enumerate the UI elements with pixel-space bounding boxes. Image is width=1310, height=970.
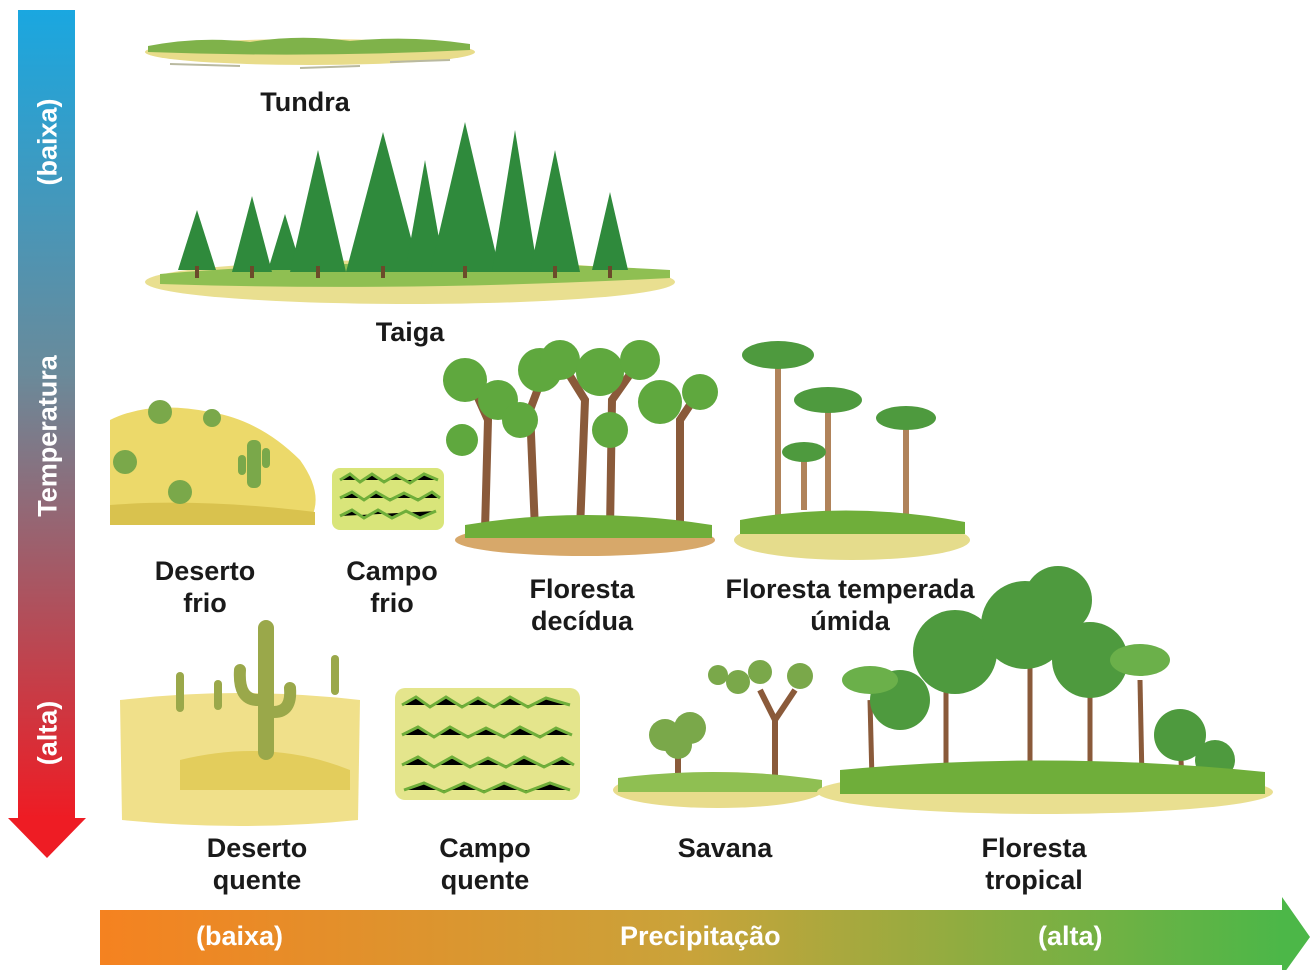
label-deserto-frio: Deserto frio [125, 555, 285, 619]
savana-illustration [613, 660, 823, 808]
label-taiga-text: Taiga [375, 317, 445, 347]
label-floresta-temperada: Floresta temperada úmida [700, 573, 1000, 637]
label-deserto-frio-line2: frio [183, 588, 227, 618]
deserto-quente-illustration [120, 620, 360, 826]
tundra-illustration [145, 37, 475, 69]
label-campo-frio-line2: frio [370, 588, 414, 618]
floresta-temperada-illustration [734, 341, 970, 560]
label-floresta-tropical-line1: Floresta [981, 833, 1087, 863]
label-campo-frio-line1: Campo [346, 556, 438, 586]
label-floresta-decidua: Floresta decídua [500, 573, 664, 637]
label-campo-quente: Campo quente [414, 832, 556, 896]
label-tundra-text: Tundra [260, 87, 350, 117]
label-deserto-quente-line2: quente [212, 865, 302, 895]
label-campo-quente-line2: quente [440, 865, 530, 895]
campo-quente-illustration [395, 688, 580, 800]
label-floresta-decidua-line2: decídua [530, 606, 634, 636]
temperature-low-label: (baixa) [32, 98, 63, 186]
precipitation-high-label: (alta) [1038, 921, 1103, 951]
label-floresta-decidua-line1: Floresta [529, 574, 635, 604]
floresta-tropical-illustration [817, 566, 1273, 814]
label-tundra: Tundra [230, 86, 380, 118]
taiga-illustration [145, 122, 675, 304]
label-deserto-quente-line1: Deserto [206, 833, 308, 863]
label-campo-quente-line1: Campo [439, 833, 531, 863]
floresta-decidua-illustration [443, 340, 718, 556]
precipitation-arrow [100, 897, 1310, 970]
temperature-axis-label: Temperatura [32, 355, 63, 517]
label-campo-frio: Campo frio [322, 555, 462, 619]
temperature-high-label: (alta) [32, 700, 63, 766]
label-floresta-temperada-line2: úmida [810, 606, 890, 636]
label-taiga: Taiga [330, 316, 490, 348]
label-deserto-quente: Deserto quente [177, 832, 337, 896]
campo-frio-illustration [332, 468, 444, 530]
precipitation-axis-label: Precipitação [620, 921, 781, 951]
label-deserto-frio-line1: Deserto [154, 556, 256, 586]
deserto-frio-illustration [110, 400, 316, 525]
label-floresta-tropical: Floresta tropical [953, 832, 1115, 896]
label-floresta-temperada-line1: Floresta temperada [725, 574, 975, 604]
label-savana: Savana [650, 832, 800, 864]
precipitation-low-label: (baixa) [196, 921, 284, 951]
label-floresta-tropical-line2: tropical [985, 865, 1083, 895]
label-savana-text: Savana [677, 833, 773, 863]
temperature-arrow [8, 10, 86, 858]
